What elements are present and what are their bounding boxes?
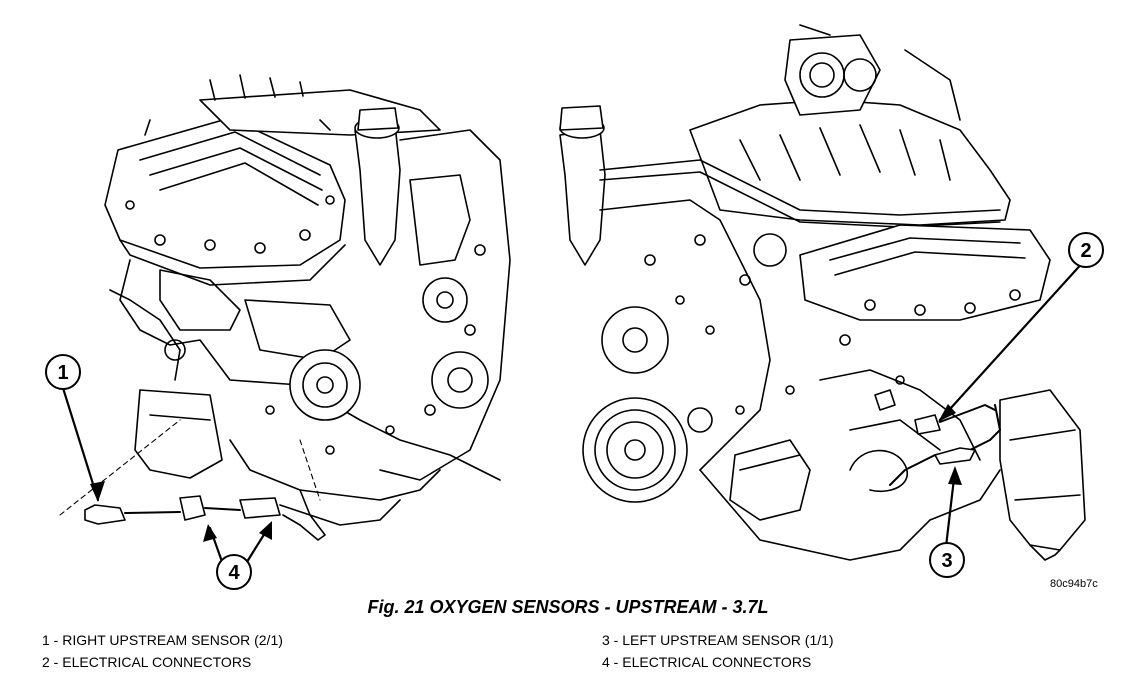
reference-code: 80c94b7c	[1050, 578, 1098, 590]
callout-1: 1	[57, 362, 68, 384]
legend-right: 3 - LEFT UPSTREAM SENSOR (1/1) 4 - ELECT…	[602, 629, 834, 673]
legend-item-2: 2 - ELECTRICAL CONNECTORS	[42, 654, 252, 670]
right-engine-drawing	[559, 24, 1086, 561]
legend-left: 1 - RIGHT UPSTREAM SENSOR (2/1) 2 - ELEC…	[42, 629, 283, 673]
engine-illustration: 1 2 3 4	[45, 24, 1104, 590]
legend-item-1: 1 - RIGHT UPSTREAM SENSOR (2/1)	[42, 632, 283, 648]
legend-item-3: 3 - LEFT UPSTREAM SENSOR (1/1)	[602, 632, 834, 648]
callout-circles	[45, 232, 1104, 590]
figure-caption: Fig. 21 OXYGEN SENSORS - UPSTREAM - 3.7L	[367, 597, 769, 617]
left-upstream-sensor	[874, 389, 1001, 486]
callout-4: 4	[228, 562, 240, 584]
left-engine-drawing	[59, 74, 511, 526]
callout-3: 3	[941, 550, 952, 572]
callout-arrowheads	[90, 404, 962, 542]
right-upstream-sensor	[84, 495, 326, 541]
callout-2: 2	[1080, 240, 1091, 262]
legend-item-4: 4 - ELECTRICAL CONNECTORS	[602, 654, 812, 670]
